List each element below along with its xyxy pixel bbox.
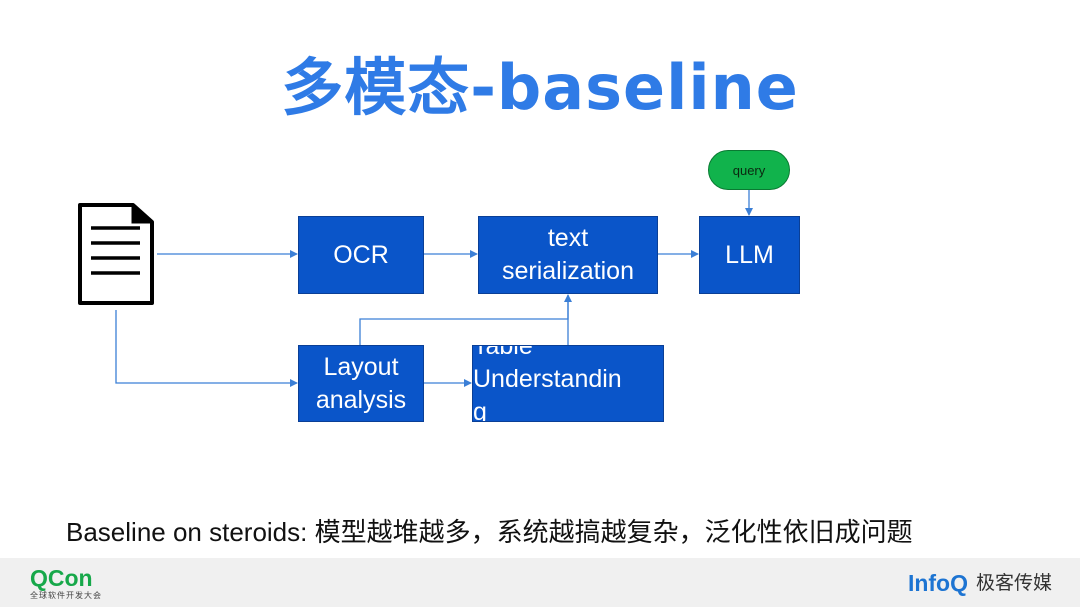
- document-icon: [78, 203, 154, 305]
- pipeline-diagram: query OCR text serialization LLM Layout …: [78, 150, 800, 422]
- table-line2: Understandin: [473, 365, 622, 393]
- layout-analysis-node: Layout analysis: [298, 345, 424, 422]
- text-serialization-line1: text: [547, 224, 589, 252]
- slide-caption: Baseline on steroids: 模型越堆越多，系统越搞越复杂，泛化性…: [66, 517, 913, 547]
- ocr-label: OCR: [333, 240, 389, 269]
- llm-node: LLM: [699, 216, 800, 294]
- arrow-doc-to-layout: [115, 310, 298, 387]
- qcon-logo-text: QCon: [30, 565, 93, 591]
- llm-label: LLM: [725, 240, 774, 269]
- qcon-subtitle: 全球软件开发大会: [30, 591, 102, 600]
- infoq-logo-text: InfoQ: [907, 570, 968, 596]
- layout-line1: Layout: [323, 352, 399, 381]
- footer-bar: QCon 全球软件开发大会 InfoQ 极客传媒: [0, 558, 1080, 607]
- text-serialization-node: text serialization: [478, 216, 658, 294]
- slide-title: 多模态-baseline: [281, 51, 799, 124]
- table-line3: g: [473, 398, 487, 422]
- arrow-layout-to-text: [359, 294, 572, 345]
- infoq-logo: InfoQ 极客传媒: [908, 570, 1052, 596]
- infoq-chinese-name: 极客传媒: [975, 572, 1052, 594]
- ocr-node: OCR: [298, 216, 424, 294]
- query-node: query: [708, 150, 790, 190]
- connector-lines: [78, 190, 753, 387]
- table-line1: Table: [473, 345, 533, 360]
- table-understanding-node: Table Understandin g: [472, 345, 664, 422]
- text-serialization-line2: serialization: [501, 257, 634, 285]
- layout-line2: analysis: [315, 385, 407, 414]
- qcon-logo: QCon 全球软件开发大会: [30, 565, 102, 601]
